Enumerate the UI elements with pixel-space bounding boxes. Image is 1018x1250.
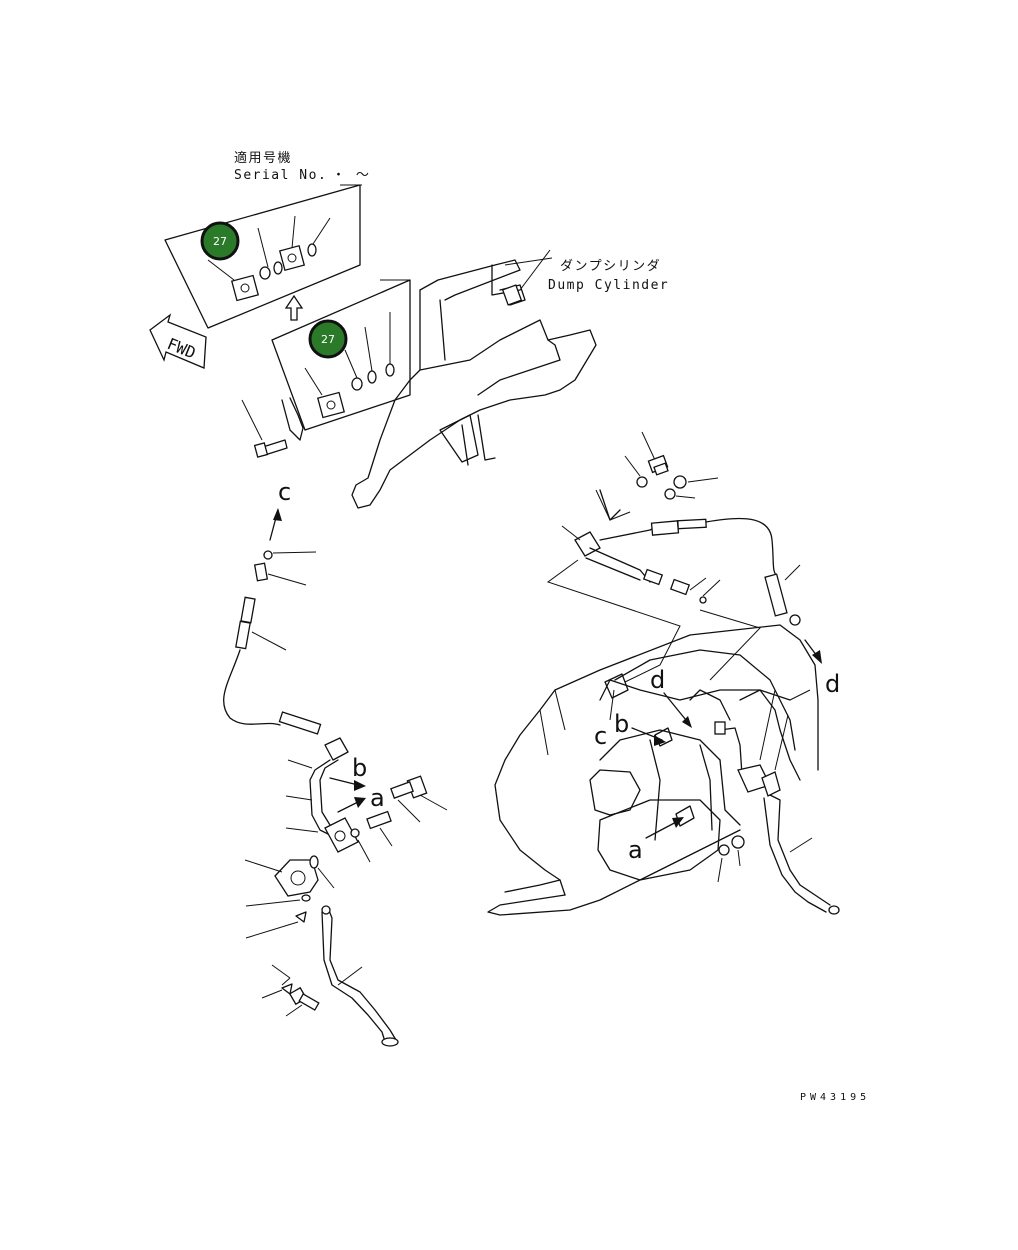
- arrow-d-center: [663, 692, 692, 728]
- badge-label: 27: [213, 235, 227, 248]
- forward-arrow-icon: FWD: [149, 313, 207, 369]
- arrow-a-center: [645, 817, 684, 839]
- transmission-housing: [487, 624, 819, 916]
- dump-cylinder-label-en: Dump Cylinder: [548, 278, 669, 293]
- hose-right-top: d: [561, 431, 840, 698]
- hose-right-bottom: [714, 689, 840, 915]
- arrow-b-center: [631, 727, 666, 746]
- connection-letter-c-top: c: [278, 478, 291, 506]
- fasteners-left: [350, 775, 448, 863]
- hose-left: c: [223, 478, 322, 735]
- connection-letter-a-center: a: [628, 836, 643, 864]
- serial-label-jp: 適用号機: [234, 150, 292, 166]
- connection-letter-b-left: b: [352, 754, 367, 782]
- connection-letter-d-right: d: [825, 670, 840, 698]
- connection-letter-a-left: a: [370, 784, 385, 812]
- lift-arm-assembly: [351, 249, 597, 509]
- hose-bottom-left: [245, 905, 399, 1047]
- inset-upper: [164, 184, 362, 329]
- dump-cylinder-label-jp: ダンプシリンダ: [560, 259, 661, 274]
- guide-lines-right: [546, 559, 761, 683]
- callout-badge-27-upper[interactable]: 27: [200, 221, 240, 261]
- pump-flange: [244, 855, 335, 907]
- inset-lower: [271, 279, 411, 431]
- serial-label-en: Serial No.: [234, 168, 327, 183]
- connection-letter-b-center: b: [614, 710, 629, 738]
- connection-letter-c-center: c: [594, 722, 607, 750]
- callout-badge-27-lower[interactable]: 27: [308, 319, 348, 359]
- pipe-assembly-left: b a: [285, 737, 385, 853]
- bolt-left-upper: [241, 397, 304, 458]
- drawing-code: PW43195: [800, 1092, 870, 1103]
- connection-letter-d-center: d: [650, 666, 665, 694]
- badge-label: 27: [321, 333, 335, 346]
- serial-range: ・ 〜: [332, 168, 370, 183]
